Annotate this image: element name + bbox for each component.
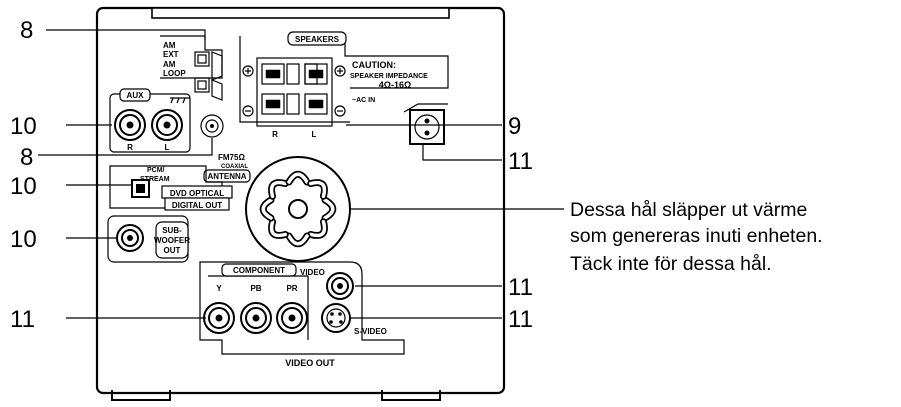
component-pb-label: PB	[250, 284, 261, 293]
vent-slot-inner	[261, 198, 273, 220]
impedance-value: 4Ω-16Ω	[379, 80, 411, 90]
minus-icon-right	[334, 105, 346, 117]
coaxial-label: COAXIAL	[221, 164, 248, 170]
note-line-1: Dessa hål släpper ut värme	[570, 199, 807, 221]
am-loop-label: AM	[163, 60, 176, 69]
speaker-l-label: L	[312, 130, 317, 139]
ac-inlet	[403, 103, 448, 145]
speaker-terminals: SPEAKERS CAUTION: SPEAKER IMPEDANCE 4Ω-1…	[239, 31, 449, 139]
vent-slot-inner	[323, 198, 335, 220]
am-ext-label: AM	[163, 41, 176, 50]
fm75-label: FM75Ω	[218, 153, 245, 162]
optical-output: PCM/ STREAM DVD OPTICAL DIGITAL OUT	[109, 165, 233, 211]
pcm-label: PCM/	[147, 167, 165, 174]
vent-slot-inner	[269, 219, 288, 238]
sub-label: SUB-	[162, 226, 182, 235]
note-line-3: Täck inte för dessa hål.	[570, 253, 772, 275]
callout-11-s-video: 11	[508, 306, 533, 333]
speaker-r-label: R	[272, 130, 278, 139]
plus-icon	[242, 65, 254, 77]
plus-icon-right	[334, 65, 346, 77]
ground-icon	[170, 97, 190, 104]
component-y-label: Y	[216, 284, 222, 293]
aux-inputs: AUX R L	[109, 88, 191, 153]
antenna-label: ANTENNA	[207, 172, 246, 181]
callout-8-antenna: 8	[20, 144, 33, 171]
device-housing	[95, 6, 506, 401]
loop-label: LOOP	[163, 69, 186, 78]
callout-10-optical: 10	[10, 173, 37, 200]
stream-label: STREAM	[140, 176, 170, 183]
left-foot	[111, 390, 171, 401]
callout-10-aux: 10	[10, 113, 37, 140]
callout-11-component: 11	[10, 306, 35, 333]
callout-lines	[38, 29, 564, 319]
ext-label: EXT	[163, 50, 179, 59]
am-antenna-terminal: AM EXT AM LOOP	[160, 35, 223, 104]
callout-8-am: 8	[20, 17, 33, 44]
callout-11-ac-in: 11	[508, 148, 533, 175]
caution-label: CAUTION:	[352, 60, 396, 70]
component-pr-label: PR	[286, 284, 297, 293]
dvd-optical-label: DVD OPTICAL	[170, 189, 224, 198]
ventilation-note: Dessa hål släpper ut värme som genereras…	[570, 199, 823, 275]
ventilation-holes	[245, 156, 351, 262]
minus-icon	[242, 105, 254, 117]
s-video-label: S-VIDEO	[354, 327, 387, 336]
digital-out-label: DIGITAL OUT	[172, 201, 222, 210]
aux-l-label: L	[165, 143, 170, 152]
ac-in-label: ~AC IN	[352, 97, 375, 104]
callout-10-subwoofer: 10	[10, 226, 37, 253]
video-label: VIDEO	[300, 268, 325, 277]
vent-slot-inner	[308, 219, 327, 238]
callout-11-video: 11	[508, 274, 533, 301]
woofer-label: WOOFER	[154, 236, 190, 245]
vent-center-hole	[288, 199, 308, 219]
vent-slot-inner	[308, 180, 327, 199]
aux-label: AUX	[127, 91, 145, 100]
video-outputs: COMPONENT Y PB PR VIDEO S-VIDEO VIDEO OU…	[199, 261, 405, 368]
callout-9-speakers: 9	[508, 113, 521, 140]
fm-antenna-jack: FM75Ω COAXIAL ANTENNA	[200, 114, 251, 183]
vent-slot-inner	[287, 172, 309, 184]
speakers-label: SPEAKERS	[295, 35, 340, 44]
sub-out-label: OUT	[164, 246, 181, 255]
video-out-label: VIDEO OUT	[285, 358, 335, 368]
subwoofer-output: SUB- WOOFER OUT	[107, 215, 190, 263]
vent-slot-inner	[269, 180, 288, 199]
right-foot	[381, 390, 441, 401]
aux-r-label: R	[127, 143, 133, 152]
note-line-2: som genereras inuti enheten.	[570, 225, 823, 247]
speaker-impedance-label: SPEAKER IMPEDANCE	[350, 73, 428, 80]
component-label: COMPONENT	[233, 266, 285, 275]
vent-slot-inner	[287, 234, 309, 246]
callout-numbers: 8 10 8 10 10 11 9 11 11 11	[10, 17, 533, 333]
